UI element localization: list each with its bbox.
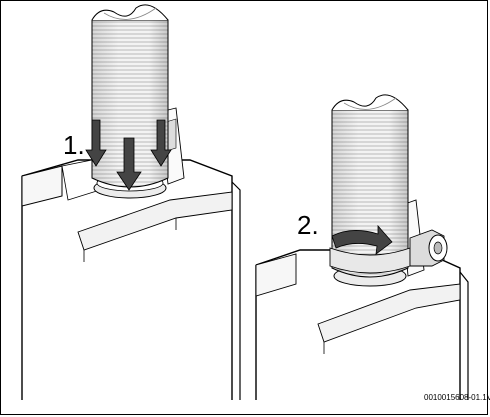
step-2-label: 2. xyxy=(297,210,319,240)
adhesive-tape-roll xyxy=(329,229,448,274)
downward-arrows xyxy=(85,119,172,191)
flexible-pipe-left xyxy=(91,4,169,188)
step-1-label: 1. xyxy=(63,130,85,160)
rotation-arrow xyxy=(331,224,393,255)
flexible-pipe-right xyxy=(331,94,409,278)
reference-code: 0010015608-01.1V xyxy=(424,393,490,402)
